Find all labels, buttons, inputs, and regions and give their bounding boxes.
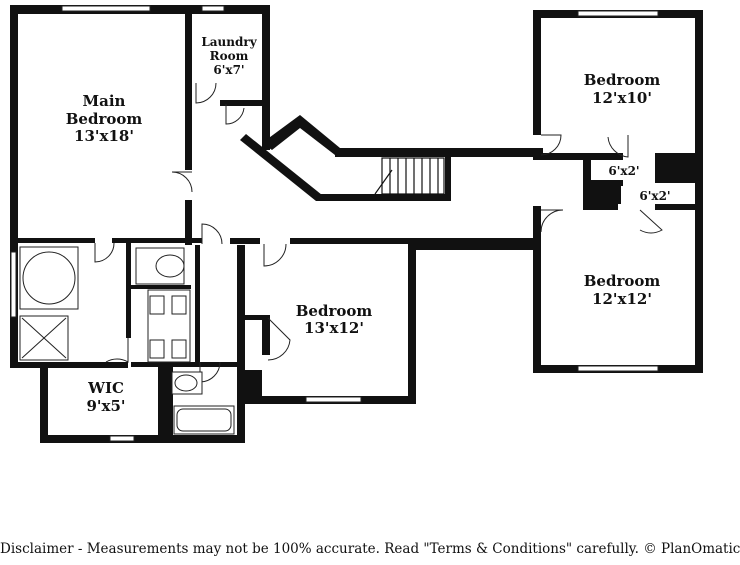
bedroom-center-size: 13'x12'	[304, 319, 364, 337]
closet-b-size: 6'x2'	[639, 189, 670, 203]
wic-size: 9'x5'	[86, 397, 125, 415]
bedroom-se-label: Bedroom	[584, 272, 661, 290]
floor-plan: Main Bedroom 13'x18' Laundry Room 6'x7' …	[10, 5, 703, 443]
room-labels: Main Bedroom 13'x18' Laundry Room 6'x7' …	[66, 35, 671, 415]
windows	[10, 5, 659, 442]
bedroom-center-label: Bedroom	[296, 302, 373, 320]
bedroom-ne-label: Bedroom	[584, 71, 661, 89]
bath-fixtures	[19, 246, 235, 435]
main-bedroom-size: 13'x18'	[74, 127, 134, 145]
doors	[94, 82, 663, 383]
laundry-label-1: Laundry	[201, 35, 257, 49]
bedroom-se-size: 12'x12'	[592, 290, 652, 308]
wic-label: WIC	[87, 379, 124, 397]
closet-a-size: 6'x2'	[608, 164, 639, 178]
laundry-size: 6'x7'	[213, 63, 244, 77]
main-bedroom-label-2: Bedroom	[66, 110, 143, 128]
main-bedroom-label-1: Main	[83, 92, 126, 110]
bedroom-ne-size: 12'x10'	[592, 89, 652, 107]
staircase	[374, 157, 445, 195]
laundry-label-2: Room	[210, 49, 249, 63]
disclaimer-text: Disclaimer - Measurements may not be 100…	[0, 541, 740, 557]
